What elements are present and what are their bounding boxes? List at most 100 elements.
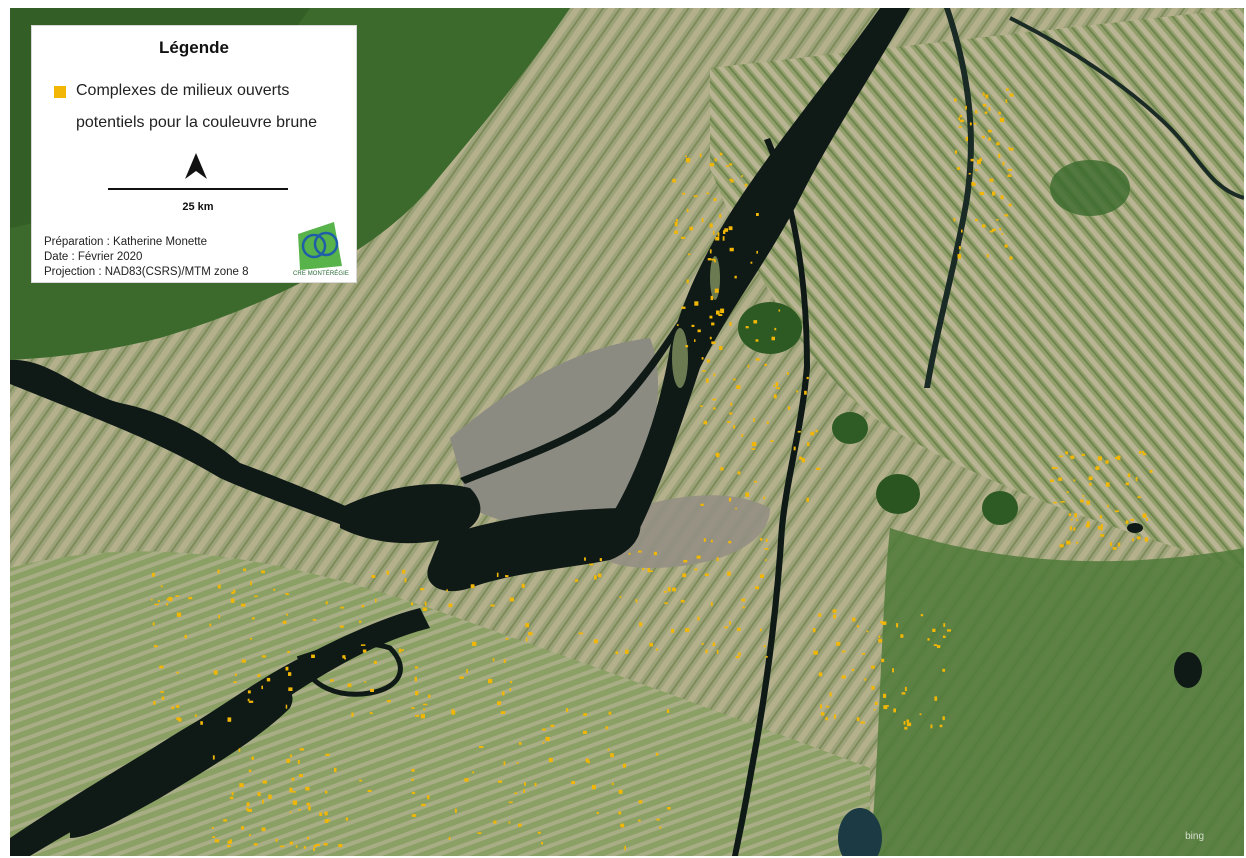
habitat-patch <box>414 666 418 669</box>
habitat-patch <box>1142 453 1147 456</box>
habitat-patch <box>759 574 764 578</box>
habitat-patch <box>340 606 344 609</box>
habitat-patch <box>988 107 991 111</box>
habitat-patch <box>1145 518 1148 521</box>
habitat-patch <box>738 652 741 656</box>
habitat-patch <box>906 719 909 723</box>
habitat-patch <box>663 590 667 593</box>
habitat-patch <box>751 442 757 447</box>
habitat-patch <box>588 760 590 764</box>
habitat-patch <box>257 792 261 797</box>
habitat-patch <box>1053 501 1057 504</box>
habitat-patch <box>942 716 945 721</box>
habitat-patch <box>710 295 714 301</box>
habitat-patch <box>166 603 168 606</box>
habitat-patch <box>160 691 164 693</box>
habitat-patch <box>733 378 736 381</box>
habitat-patch <box>883 705 888 710</box>
habitat-patch <box>1110 542 1112 547</box>
habitat-patch <box>286 613 288 616</box>
habitat-patch <box>638 550 642 553</box>
habitat-patch <box>727 571 731 576</box>
habitat-patch <box>726 165 729 168</box>
habitat-patch <box>360 644 366 646</box>
habitat-patch <box>361 605 365 608</box>
habitat-patch <box>804 390 807 395</box>
habitat-patch <box>712 642 716 647</box>
habitat-patch <box>755 586 759 590</box>
habitat-patch <box>829 692 832 697</box>
habitat-patch <box>919 713 922 716</box>
habitat-patch <box>714 288 719 293</box>
habitat-patch <box>246 802 250 807</box>
forest-patch-a <box>832 412 868 444</box>
habitat-patch <box>246 807 249 811</box>
habitat-patch <box>832 609 837 613</box>
habitat-patch <box>518 742 522 745</box>
habitat-patch <box>638 800 643 804</box>
habitat-patch <box>1053 467 1058 469</box>
habitat-patch <box>712 398 717 401</box>
habitat-patch <box>299 774 303 777</box>
habitat-patch <box>927 638 930 641</box>
habitat-patch <box>685 628 690 632</box>
habitat-patch <box>1059 455 1064 458</box>
habitat-patch <box>411 791 416 794</box>
habitat-patch <box>273 588 276 591</box>
habitat-patch <box>523 789 525 793</box>
habitat-patch <box>735 507 737 510</box>
habitat-patch <box>815 429 818 433</box>
habitat-patch <box>257 674 261 678</box>
habitat-patch <box>812 628 816 633</box>
habitat-patch <box>1001 233 1004 235</box>
habitat-patch <box>402 569 406 574</box>
habitat-patch <box>194 714 197 717</box>
habitat-patch <box>697 616 700 621</box>
habitat-patch <box>756 250 758 254</box>
habitat-patch <box>638 819 641 822</box>
habitat-patch <box>306 836 309 840</box>
habitat-patch <box>370 688 374 692</box>
habitat-patch <box>275 838 278 842</box>
habitat-patch <box>233 681 237 683</box>
habitat-patch <box>345 817 348 821</box>
north-arrow-icon <box>185 153 207 179</box>
habitat-patch <box>705 649 708 654</box>
habitat-patch <box>387 700 391 703</box>
habitat-patch <box>625 649 629 654</box>
habitat-patch <box>717 232 720 237</box>
habitat-patch <box>672 178 676 183</box>
habitat-patch <box>965 136 968 141</box>
habitat-patch <box>323 843 328 846</box>
habitat-patch <box>833 614 837 619</box>
habitat-patch <box>1009 147 1014 151</box>
habitat-patch <box>585 758 589 763</box>
habitat-patch <box>681 306 686 309</box>
habitat-patch <box>773 394 777 399</box>
habitat-patch <box>1112 547 1117 550</box>
habitat-patch <box>694 301 699 306</box>
habitat-patch <box>359 620 362 623</box>
habitat-patch <box>716 452 720 458</box>
habitat-patch <box>649 642 653 647</box>
habitat-patch <box>451 710 456 715</box>
habitat-patch <box>209 623 212 627</box>
habitat-patch <box>799 456 803 460</box>
habitat-patch <box>656 818 660 821</box>
habitat-patch <box>285 666 289 671</box>
habitat-patch <box>1050 479 1054 483</box>
habitat-patch <box>697 329 701 333</box>
habitat-patch <box>716 649 719 654</box>
habitat-patch <box>477 832 482 834</box>
habitat-patch <box>261 570 265 574</box>
habitat-patch <box>415 714 420 717</box>
habitat-patch <box>158 600 160 603</box>
habitat-patch <box>306 802 311 806</box>
habitat-patch <box>249 834 251 837</box>
island <box>710 256 720 300</box>
habitat-patch <box>610 753 614 758</box>
habitat-patch <box>325 790 328 794</box>
habitat-swatch-icon <box>54 86 66 98</box>
habitat-patch <box>592 784 596 790</box>
map-view[interactable]: bing <box>10 8 1244 856</box>
